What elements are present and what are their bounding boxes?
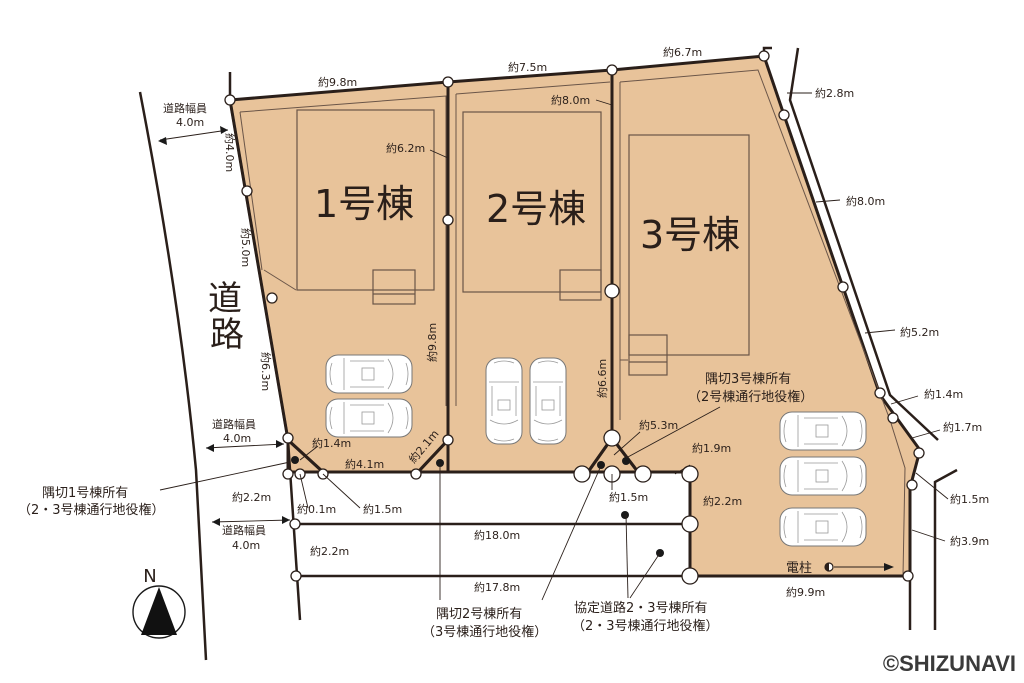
dim-right-1-5: 約1.5m	[950, 492, 989, 506]
arrow-head	[276, 440, 284, 448]
house-2-footprint	[462, 111, 602, 293]
dim-left-4-0: 約4.0m	[223, 133, 237, 172]
parking-car	[325, 398, 413, 438]
utility-pole-arrow-head	[884, 563, 894, 571]
house-1-entry	[372, 269, 416, 305]
lot-3	[610, 54, 922, 578]
note-corner2-line2: （3号棟通行地役権）	[422, 624, 547, 640]
dim-left-0-1: 約0.1m	[297, 502, 336, 516]
note-private-road-line1: 協定道路2・3号棟所有	[574, 600, 708, 616]
utility-pole-label: 電柱	[786, 561, 812, 576]
building-1-label: 1号棟	[314, 182, 414, 226]
note-corner3-line2: （2号棟通行地役権）	[688, 389, 813, 405]
dim-lot1-lot2-upper: 約6.2m	[386, 141, 425, 155]
road-width-low-title: 道路幅員	[222, 523, 266, 537]
note-private-road-line2: （2・3号棟通行地役権）	[572, 618, 719, 634]
note-corner3-line1: 隅切3号棟所有	[705, 372, 791, 387]
building-3-label: 3号棟	[640, 213, 740, 257]
dim-lot3-step: 約1.9m	[692, 441, 731, 455]
road-width-low-value: 4.0m	[232, 539, 260, 552]
setback-lot2-top	[455, 81, 611, 95]
dim-bottom-9-9: 約9.9m	[786, 585, 825, 599]
road-right-edge	[228, 72, 302, 621]
dim-lot1-lot2-lower: 約9.8m	[425, 323, 439, 362]
parking-car	[325, 354, 413, 394]
note-corner2-line1: 隅切2号棟所有	[436, 607, 522, 622]
corner-3-marker-left	[597, 461, 605, 469]
road-left-edge	[138, 91, 208, 661]
arrow-head	[212, 518, 220, 526]
right-road-edge	[788, 47, 939, 441]
dim-lot3-side: 約2.2m	[703, 494, 742, 508]
arrow-head	[206, 444, 214, 452]
dim-left-2-2-lower: 約2.2m	[310, 544, 349, 558]
dim-corner1-diag: 約1.4m	[312, 436, 351, 450]
parking-car	[779, 411, 867, 451]
copyright-watermark: ©SHIZUNAVI	[882, 651, 1016, 676]
dim-road-18-0: 約18.0m	[474, 528, 520, 542]
note-corner1-line1: 隅切1号棟所有	[42, 486, 128, 501]
dim-right-2-8: 約2.8m	[815, 86, 854, 100]
dim-left-6-3: 約6.3m	[259, 352, 273, 391]
right-lower-edge-b	[933, 468, 958, 630]
road-label-1: 道	[208, 279, 242, 319]
dim-right-1-4: 約1.4m	[924, 387, 963, 401]
dim-left-1-5: 約1.5m	[363, 502, 402, 516]
setback-lot1	[239, 95, 447, 406]
parking-car	[485, 357, 523, 445]
road-label-2: 路	[210, 315, 244, 355]
setback-lot1-diag	[263, 269, 297, 291]
note-corner1-line2: （2・3号棟通行地役権）	[18, 502, 165, 518]
corner-2-diag	[416, 438, 450, 474]
house-1-footprint	[296, 109, 435, 291]
dim-top-lot3: 約6.7m	[663, 45, 702, 59]
parking-car	[529, 357, 567, 445]
compass-label: N	[143, 566, 156, 587]
utility-pole-icon-half	[825, 563, 829, 571]
road-width-mid-value: 4.0m	[223, 432, 251, 445]
dim-road-17-8: 約17.8m	[474, 580, 520, 594]
house-2-entry	[559, 269, 602, 301]
arrow-head	[220, 126, 228, 134]
road-width-mid-title: 道路幅員	[212, 417, 256, 431]
corner-3-marker-right	[622, 457, 630, 465]
dim-lot2-lot3-lower: 約6.6m	[595, 359, 609, 398]
building-2-label: 2号棟	[486, 187, 586, 231]
leader-lines	[159, 92, 949, 601]
dim-left-5-0: 約5.0m	[239, 228, 253, 267]
arrow-head	[282, 516, 290, 524]
dim-right-5-2: 約5.2m	[900, 325, 939, 339]
compass-north-icon: N	[132, 566, 186, 639]
dim-lot1-bottom: 約4.1m	[345, 457, 384, 471]
dim-top-lot2: 約7.5m	[508, 60, 547, 74]
dim-right-3-9: 約3.9m	[950, 534, 989, 548]
dim-left-2-2-upper: 約2.2m	[232, 490, 271, 504]
arrow-head	[158, 137, 167, 145]
house-3-entry	[628, 334, 668, 376]
dim-right-1-7: 約1.7m	[943, 420, 982, 434]
dim-lot2-lot3-upper: 約8.0m	[551, 93, 590, 107]
dim-right-8-0: 約8.0m	[846, 194, 885, 208]
parking-car	[779, 456, 867, 496]
parking-car	[779, 507, 867, 547]
private-road-marker-1	[621, 511, 629, 519]
dim-top-lot1: 約9.8m	[318, 75, 357, 89]
road-width-top-title: 道路幅員	[163, 101, 207, 115]
corner-1-marker	[291, 456, 299, 464]
road-width-top-value: 4.0m	[176, 116, 204, 129]
dim-corner-mid: 約1.5m	[609, 490, 648, 504]
dim-corner3-diag: 約5.3m	[639, 418, 678, 432]
house-3-footprint	[628, 134, 750, 356]
